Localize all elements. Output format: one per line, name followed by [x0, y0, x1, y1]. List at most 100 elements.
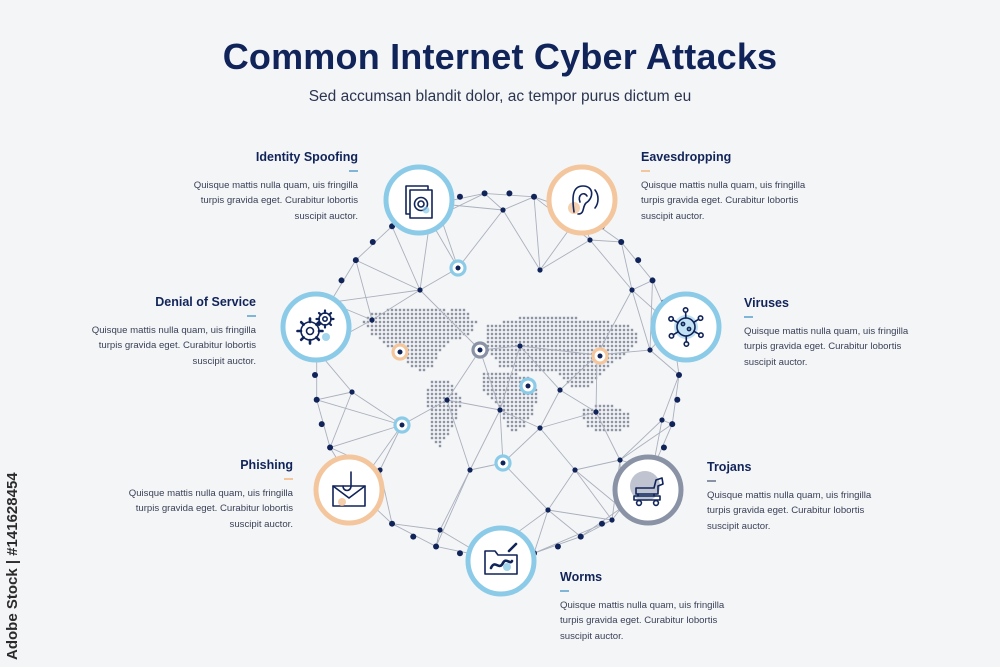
map-dot [402, 316, 406, 320]
map-dot [494, 348, 498, 352]
map-dot [498, 344, 502, 348]
map-dot [430, 420, 434, 424]
map-dot [430, 380, 434, 384]
map-dot [562, 368, 566, 372]
map-dot [530, 400, 534, 404]
map-dot [418, 364, 422, 368]
network-link [596, 289, 633, 356]
map-dot [394, 308, 398, 312]
map-dot [514, 428, 518, 432]
map-dot [418, 320, 422, 324]
map-dot [606, 328, 610, 332]
map-dot [514, 408, 518, 412]
map-dot [566, 340, 570, 344]
map-dot [438, 416, 442, 420]
map-dot [578, 368, 582, 372]
map-dot [578, 332, 582, 336]
map-dot [426, 400, 430, 404]
map-dot [494, 344, 498, 348]
map-dot [514, 384, 518, 388]
map-dot [510, 328, 514, 332]
map-dot [582, 328, 586, 332]
map-dot [522, 376, 526, 380]
virus-icon [650, 291, 722, 363]
map-dot [518, 328, 522, 332]
map-dot [466, 316, 470, 320]
map-dot [406, 320, 410, 324]
gear-hub [305, 326, 315, 336]
map-dot [378, 316, 382, 320]
map-dot [594, 368, 598, 372]
map-dot [566, 372, 570, 376]
ring-dot [531, 193, 538, 200]
map-dot [550, 316, 554, 320]
map-dot [566, 332, 570, 336]
map-dot [522, 324, 526, 328]
map-dot [438, 348, 442, 352]
map-dot [558, 328, 562, 332]
map-dot [506, 388, 510, 392]
map-dot [414, 324, 418, 328]
map-dot [378, 336, 382, 340]
map-dot [522, 320, 526, 324]
map-dot [434, 412, 438, 416]
map-dot [430, 400, 434, 404]
map-dot [442, 336, 446, 340]
map-dot [538, 344, 542, 348]
map-dot [586, 376, 590, 380]
map-dot [522, 400, 526, 404]
map-dot [462, 316, 466, 320]
map-dot [486, 332, 490, 336]
map-dot [450, 424, 454, 428]
map-dot [406, 308, 410, 312]
map-dot [414, 328, 418, 332]
map-dot [506, 380, 510, 384]
map-dot [542, 324, 546, 328]
map-dot [430, 308, 434, 312]
map-dot [466, 312, 470, 316]
map-dot [610, 416, 614, 420]
map-dot [430, 396, 434, 400]
map-dot [526, 408, 530, 412]
accent-dot [322, 333, 330, 341]
item-accent-bar [707, 480, 716, 482]
map-dot [626, 420, 630, 424]
map-dot [438, 384, 442, 388]
map-dot [438, 316, 442, 320]
map-dot [570, 316, 574, 320]
ear-inner [578, 193, 588, 203]
map-dot [422, 320, 426, 324]
map-dot [574, 316, 578, 320]
map-dot [570, 340, 574, 344]
map-dot [442, 420, 446, 424]
map-dot [498, 324, 502, 328]
map-dot [510, 336, 514, 340]
map-dot [526, 320, 530, 324]
map-dot [430, 328, 434, 332]
item-accent-bar [284, 478, 293, 480]
map-dot [554, 320, 558, 324]
map-dot [534, 392, 538, 396]
ring-dot [352, 257, 359, 264]
map-dot [606, 320, 610, 324]
map-dot [522, 420, 526, 424]
map-dot [510, 416, 514, 420]
map-dot [374, 324, 378, 328]
network-link [446, 399, 501, 411]
map-dot [506, 360, 510, 364]
map-dot [594, 332, 598, 336]
network-link [457, 209, 504, 269]
map-dot [570, 336, 574, 340]
map-dot [578, 352, 582, 356]
map-dot [434, 328, 438, 332]
map-dot [438, 392, 442, 396]
map-dot [494, 388, 498, 392]
map-dot [434, 384, 438, 388]
map-dot [594, 320, 598, 324]
worm-folder-icon [465, 525, 537, 597]
map-dot [454, 392, 458, 396]
item-eavesdropping: Eavesdropping Quisque mattis nulla quam,… [641, 150, 841, 224]
map-dot [518, 412, 522, 416]
map-dot [606, 428, 610, 432]
envelope-shape [332, 485, 366, 507]
